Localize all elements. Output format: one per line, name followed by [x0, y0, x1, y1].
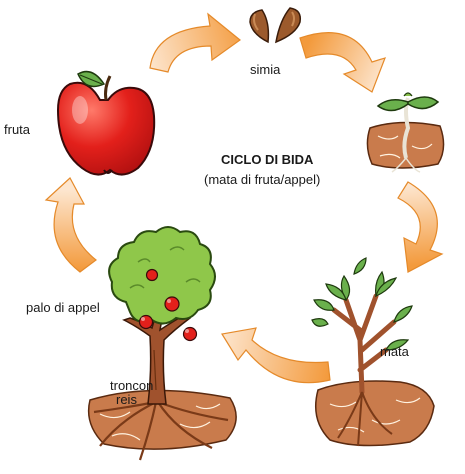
- apple-tree-icon: [89, 227, 237, 460]
- label-seed: simia: [250, 62, 280, 77]
- arrow-seed-to-sprout: [300, 33, 385, 92]
- label-trunk: troncon: [110, 378, 153, 393]
- arrow-sprout-to-plant: [398, 182, 442, 272]
- label-tree: palo di appel: [26, 300, 100, 315]
- label-plant: mata: [380, 344, 409, 359]
- diagram-subtitle: (mata di fruta/appel): [204, 172, 320, 187]
- label-fruit: fruta: [4, 122, 30, 137]
- arrow-plant-to-tree: [222, 328, 330, 383]
- diagram-title: CICLO DI BIDA: [221, 152, 313, 167]
- seed-icon: [250, 8, 300, 42]
- arrow-fruit-to-seed: [150, 14, 240, 72]
- apple-icon: [58, 72, 154, 175]
- young-plant-icon: [312, 258, 434, 446]
- arrow-tree-to-fruit: [46, 178, 96, 272]
- sprout-icon: [367, 93, 443, 172]
- label-roots: reis: [116, 392, 137, 407]
